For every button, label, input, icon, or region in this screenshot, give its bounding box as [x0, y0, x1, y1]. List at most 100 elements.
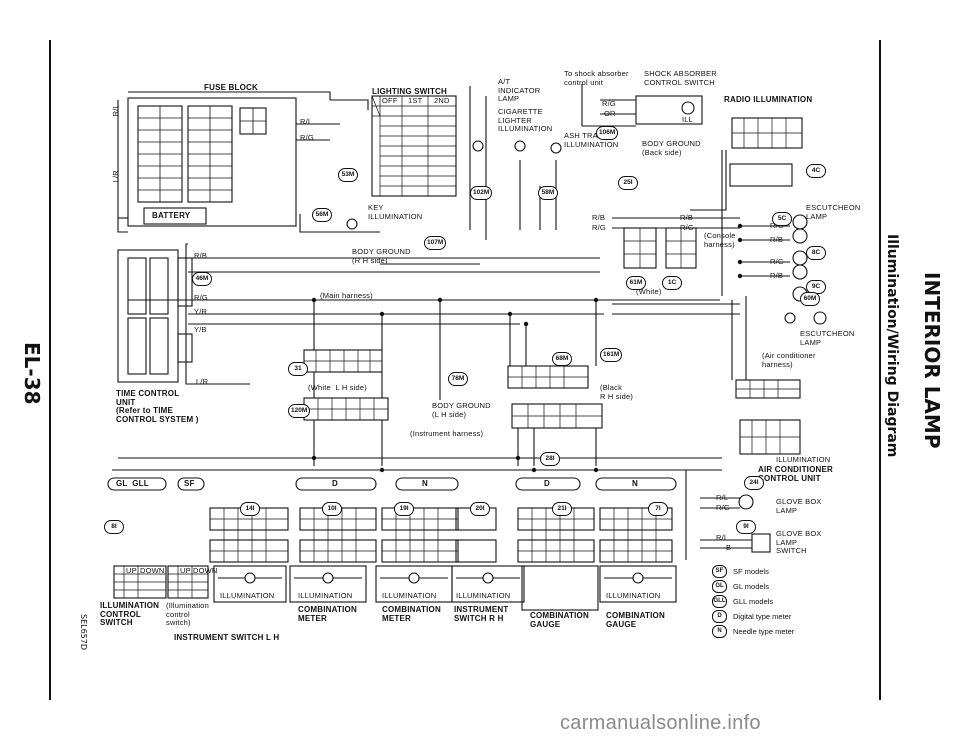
wire-rb-3: R/B [680, 213, 694, 222]
ac-control-unit-label: AIR CONDITIONER CONTROL UNIT [758, 465, 833, 483]
illum-control-switch-2-label: (Illumination control switch) [166, 601, 210, 627]
legend-text: GL models [733, 582, 769, 591]
instrument-switch-rh-label: INSTRUMENT SWITCH R H [454, 605, 509, 623]
n-box-2-label: N [632, 479, 638, 488]
connector-id: 53M [338, 168, 358, 182]
wire-rg-7: R/G [770, 257, 784, 266]
combo-meter-1-label: COMBINATION METER [298, 605, 357, 623]
wire-rl-2: R/L [300, 117, 313, 126]
combo-gauge-1-label: COMBINATION GAUGE [530, 611, 589, 629]
key-illumination-label: KEY ILLUMINATION [368, 203, 423, 221]
connector-id: 8C [806, 246, 826, 260]
gl-gll-box-label: GL GLL [116, 479, 149, 488]
cigarette-lighter-label: CIGARETTE LIGHTER ILLUMINATION [498, 107, 553, 133]
shock-switch-label: SHOCK ABSORBER CONTROL SWITCH [644, 69, 717, 87]
connector-id: 120M [288, 404, 311, 418]
connector-id: 61M [626, 276, 646, 290]
ls-1st: 1ST [408, 96, 423, 105]
connector-id: 107M [424, 236, 447, 250]
wire-rg-1: R/G [300, 133, 314, 142]
connector-id: 19I [394, 502, 414, 516]
connector-id: 161M [600, 348, 623, 362]
splice-dots [311, 223, 743, 473]
fuse-block-label: FUSE BLOCK [204, 83, 258, 92]
escutcheon-lamp-2-label: ESCUTCHEON LAMP [800, 329, 855, 347]
wire-rg-3: R/G [602, 99, 616, 108]
black-rh-label: (Black R H side) [600, 383, 634, 401]
connector-id: 60M [800, 292, 820, 306]
sf-box-label: SF [184, 479, 195, 488]
instrument-switch-lh-label: INSTRUMENT SWITCH L H [174, 633, 280, 642]
wire-rb-5: R/B [770, 271, 784, 280]
to-shock-label: To shock absorber control unit [564, 69, 629, 87]
legend-symbol: D [712, 610, 727, 623]
wire-yb-1: Y/B [194, 325, 207, 334]
combo-meter-2-label: COMBINATION METER [382, 605, 441, 623]
legend-text: Digital type meter [733, 612, 792, 621]
connector-id: 68M [552, 352, 572, 366]
connector-id: 78M [448, 372, 468, 386]
legend-symbol: GL [712, 580, 727, 593]
wire-lr-2: L/R [196, 377, 209, 386]
glove-box-lamp-label: GLOVE BOX LAMP [776, 497, 822, 515]
connector-id: 10I [322, 502, 342, 516]
legend-symbol: GLL [712, 595, 727, 608]
ls-2nd: 2ND [434, 96, 450, 105]
air-cond-harness-label: (Air conditioner harness) [762, 351, 816, 369]
watermark: carmanualsonline.info [560, 712, 761, 734]
illumination-1: ILLUMINATION [220, 591, 275, 600]
ls-off: OFF [382, 96, 398, 105]
connector-id: 4C [806, 164, 826, 178]
figure-code: SEL657D [79, 614, 88, 651]
connector-id: 7I [648, 502, 668, 516]
white-label: (White) [636, 287, 662, 296]
legend-text: SF models [733, 567, 769, 576]
body-ground-rh-label: BODY GROUND (R H side) [352, 247, 411, 265]
wire-rl-4: R/L [716, 533, 729, 542]
connector-id: 5C [772, 212, 792, 226]
body-ground-lh-label: BODY GROUND (L H side) [432, 401, 491, 419]
wire-rg-8: R/G [716, 503, 730, 512]
lighting-switch-label: LIGHTING SWITCH [372, 87, 447, 96]
diagram-subtitle: Illumination/Wiring Diagram [884, 234, 900, 458]
ill-label: ILL [682, 115, 694, 124]
wire-yr-1: Y/R [194, 307, 208, 316]
glove-box-switch-label: GLOVE BOX LAMP SWITCH [776, 529, 822, 555]
legend-item: D Digital type meter [712, 609, 822, 624]
wire-rl-3: R/L [716, 493, 729, 502]
connector-id: 46M [192, 272, 212, 286]
legend-item: GL GL models [712, 579, 822, 594]
d-box-label: D [332, 479, 338, 488]
connector-id: 1C [662, 276, 682, 290]
page-number: EL-38 [20, 342, 44, 405]
ac-illumination-label: ILLUMINATION [776, 455, 831, 464]
legend-text: Needle type meter [733, 627, 795, 636]
wire-rb-1: R/B [194, 251, 208, 260]
time-control-label: TIME CONTROL UNIT (Refer to TIME CONTROL… [116, 389, 199, 424]
instrument-harness-label: (Instrument harness) [410, 429, 484, 438]
d-box-2-label: D [544, 479, 550, 488]
up-label-2: UP [180, 566, 191, 575]
connector-id: 9C [806, 280, 826, 294]
wire-rg-2: R/G [194, 293, 208, 302]
battery-label: BATTERY [152, 211, 191, 220]
ash-tray-label: ASH TRAY ILLUMINATION [564, 131, 619, 149]
connector-id: 102M [470, 186, 493, 200]
connector-id: 24I [744, 476, 764, 490]
wire-rg-5: R/G [680, 223, 694, 232]
connector-id: 28I [540, 452, 560, 466]
wire-rb-4: R/B [770, 235, 784, 244]
wire-b-1: B [726, 543, 732, 552]
connector-id: 106M [596, 126, 619, 140]
console-harness-label: (Console harness) [704, 231, 736, 249]
radio-illumination-label: RADIO ILLUMINATION [724, 95, 813, 104]
wire-lr-1: L/R [110, 170, 120, 183]
main-harness-label: (Main harness) [320, 291, 373, 300]
body-ground-back-label: BODY GROUND (Back side) [642, 139, 701, 157]
